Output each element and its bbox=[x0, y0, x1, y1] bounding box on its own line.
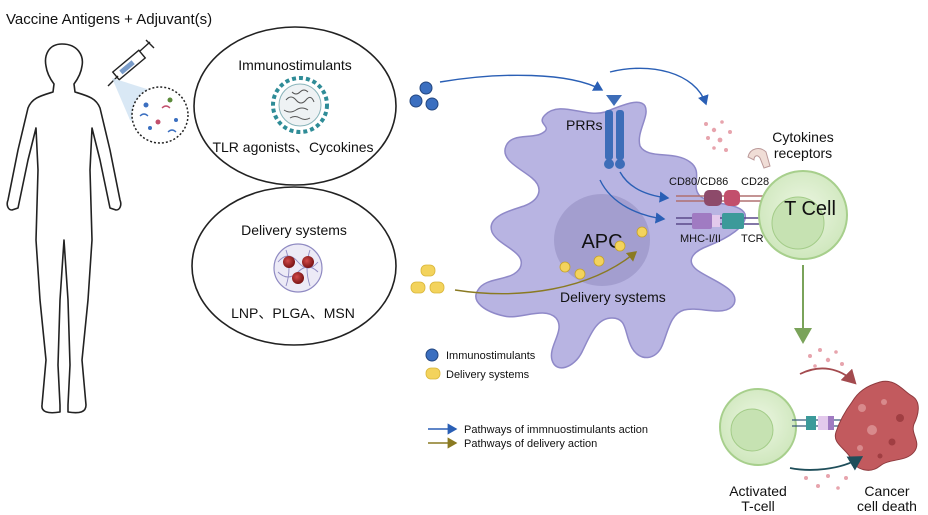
cancer-label-line2: cell death bbox=[857, 498, 917, 514]
cd80-cd86-molecule bbox=[704, 190, 722, 206]
delivery-panel-title: Delivery systems bbox=[241, 222, 347, 238]
released-cytokines bbox=[804, 348, 848, 490]
mhc-label: MHC-I/II bbox=[680, 233, 721, 245]
legend-immunostimulant-pathway-label: Pathways of immnuostimulants action bbox=[464, 424, 648, 436]
immunostimulants-title: Immunostimulants bbox=[238, 57, 352, 73]
immunostimulants-panel: Immunostimulants TLR agonists、Cycokines bbox=[193, 26, 397, 186]
receptors-label: receptors bbox=[774, 145, 832, 161]
immunostimulant-pathway-arrows bbox=[439, 67, 709, 224]
activated-t-cell bbox=[719, 388, 846, 466]
mhc-molecule bbox=[692, 213, 712, 229]
apc-nucleus bbox=[554, 194, 650, 286]
activated-label-line1: Activated bbox=[729, 483, 787, 499]
cytokine-dots bbox=[704, 120, 732, 152]
cd28-molecule bbox=[724, 190, 740, 206]
apc-cell: APC bbox=[475, 101, 746, 369]
t-cell-label: T Cell bbox=[784, 198, 836, 220]
cd28-label: CD28 bbox=[741, 176, 769, 188]
apc-delivery-label: Delivery systems bbox=[560, 289, 666, 305]
tcr-label: TCR bbox=[741, 233, 764, 245]
virus-particle-icon bbox=[271, 76, 329, 134]
immunostimulant-particles bbox=[409, 81, 439, 111]
cytokines-label: Cytokines bbox=[772, 129, 833, 145]
prrs-label: PRRs bbox=[566, 117, 603, 133]
cytokine-attack-arrow bbox=[799, 367, 857, 385]
apc-label: APC bbox=[581, 231, 622, 253]
immune-synapse bbox=[676, 190, 772, 229]
syringe-icon bbox=[107, 39, 155, 87]
t-cell: T Cell bbox=[758, 170, 848, 260]
legend: Immunostimulants Delivery systems Pathwa… bbox=[425, 348, 648, 450]
legend-delivery-label: Delivery systems bbox=[446, 369, 530, 381]
cytokine-receptor-icon bbox=[747, 148, 771, 169]
legend-delivery-swatch bbox=[425, 367, 441, 380]
legend-immunostimulants-swatch bbox=[425, 348, 439, 362]
prr-receptor-icon bbox=[604, 95, 625, 169]
nanoparticle-icon bbox=[273, 243, 323, 293]
delivery-panel-caption: LNP、PLGA、MSN bbox=[231, 305, 355, 321]
legend-delivery-pathway-label: Pathways of delivery action bbox=[464, 438, 597, 450]
legend-immunostimulants-label: Immunostimulants bbox=[446, 350, 536, 362]
delivery-systems-panel: Delivery systems LNP、PLGA、MSN bbox=[191, 186, 397, 346]
cytotoxic-arrow bbox=[789, 456, 864, 471]
immunostimulants-caption: TLR agonists、Cycokines bbox=[212, 139, 373, 155]
tcr-molecule bbox=[722, 213, 744, 229]
delivery-pathway-arrow bbox=[454, 251, 638, 295]
adjuvant-zoom-circle bbox=[131, 86, 189, 144]
activated-label-line2: T-cell bbox=[741, 498, 774, 514]
diagram-title: Vaccine Antigens + Adjuvant(s) bbox=[6, 11, 212, 28]
cancer-label-line1: Cancer bbox=[864, 483, 909, 499]
cd80-cd86-label: CD80/CD86 bbox=[669, 176, 728, 188]
cancer-cell bbox=[834, 380, 919, 471]
human-figure-icon bbox=[6, 43, 122, 414]
internalized-delivery-particles bbox=[559, 226, 648, 280]
delivery-particles bbox=[410, 264, 445, 294]
